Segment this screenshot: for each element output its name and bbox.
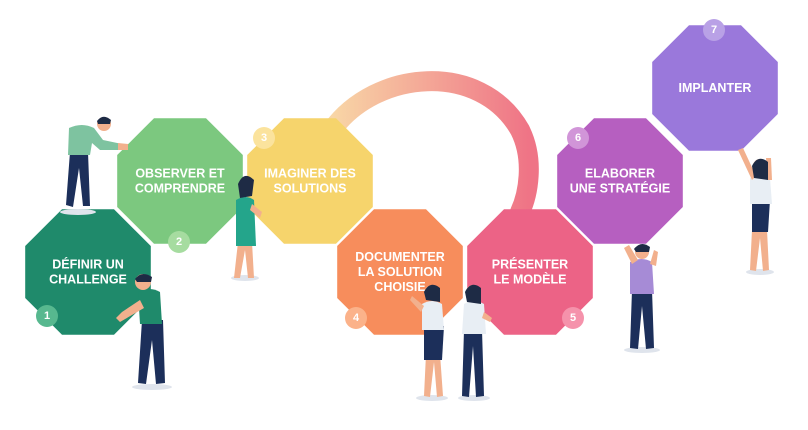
person-woman-phone-icon [458,284,492,401]
step-4-number-badge [345,307,367,329]
step-7-octagon [652,25,778,151]
step-3-number-badge [253,127,275,149]
step-6-label-line: ELABORER [585,167,655,181]
step-6-number: 6 [575,132,581,144]
step-6-octagon [557,118,683,244]
step-3-label-line: SOLUTIONS [274,182,347,196]
step-7: IMPLANTER 7 [652,19,778,151]
connecting-arc [322,71,539,222]
step-3-number: 3 [261,132,267,144]
step-2-octagon [117,118,243,244]
step-1-number-badge [36,305,58,327]
step-1-label-line: CHALLENGE [49,273,127,287]
step-5-number-badge [562,307,584,329]
step-5-label-line: LE MODÈLE [494,272,567,287]
step-7-number: 7 [711,24,717,36]
step-4-label-line: CHOISIE [374,280,425,294]
person-lifting-icon [116,273,172,390]
step-6-number-badge [567,127,589,149]
step-2-number-badge [168,231,190,253]
step-2-label-line: OBSERVER ET [135,167,225,181]
step-5-label-line: PRÉSENTER [492,257,568,272]
step-6-label-line: UNE STRATÉGIE [570,181,670,196]
step-5-octagon [467,209,593,335]
step-4-number: 4 [353,312,360,324]
step-3-label-line: IMAGINER DES [264,167,356,181]
step-1-label-line: DÉFINIR UN [52,257,124,272]
step-2-label-line: COMPRENDRE [135,182,225,196]
person-woman-holding-icon [738,148,774,275]
step-4-label-line: LA SOLUTION [358,265,442,279]
step-1-number: 1 [44,310,50,322]
step-2-number: 2 [176,236,182,248]
person-woman-arms-up-icon [410,284,448,401]
person-man-lifting-icon [624,243,660,353]
step-5-number: 5 [570,312,576,324]
step-1-octagon [25,209,151,335]
step-4-label-line: DOCUMENTER [355,250,445,264]
people-illustrations [60,116,774,401]
step-3-octagon [247,118,373,244]
person-woman-icon [231,175,262,281]
step-7-label-line: IMPLANTER [679,81,752,95]
step-7-number-badge [703,19,725,41]
person-pushing-icon [60,116,128,215]
